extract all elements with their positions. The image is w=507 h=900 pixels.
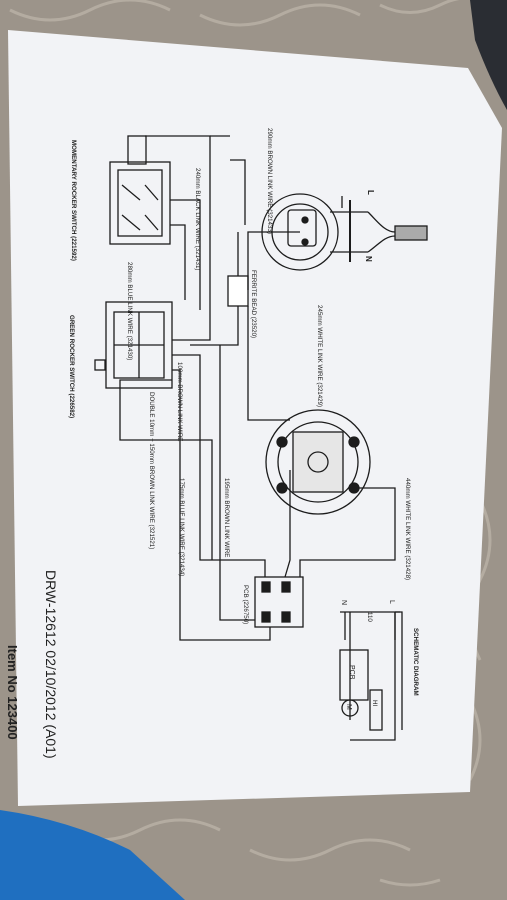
label-schematic-110: 110 bbox=[366, 612, 373, 622]
label-schematic-m: M bbox=[345, 704, 352, 710]
label-schematic-pcb: PCB bbox=[348, 665, 355, 680]
label-brown-100: 100mm BROWN LINK WIRE bbox=[176, 362, 183, 441]
label-ferrite-bead: FERRITE BEAD (23520) bbox=[250, 270, 257, 338]
label-white-440: 440mm WHITE LINK WIRE (321428) bbox=[404, 478, 411, 580]
label-white-245: 245mm WHITE LINK WIRE (321429) bbox=[316, 305, 323, 407]
wiring-diagram bbox=[94, 135, 428, 741]
pcb-board bbox=[254, 576, 304, 628]
motor-housing bbox=[265, 409, 371, 515]
label-blue-280: 280mm BLUE LINK WIRE (321430) bbox=[126, 262, 133, 360]
ferrite-bead bbox=[227, 275, 249, 307]
label-blue-175: 175mm BLUE LINK WIRE (321434) bbox=[178, 478, 185, 576]
schematic-diagram bbox=[339, 611, 403, 741]
label-double-link: DOUBLE 10mm + 150mm BROWN LINK WIRE (321… bbox=[148, 392, 155, 549]
label-brown-290: 290mm BROWN LINK WIRE (321433) bbox=[266, 128, 273, 234]
labels: 290mm BROWN LINK WIRE (321433) 240mm BLA… bbox=[5, 128, 419, 759]
label-l: L bbox=[366, 190, 375, 195]
momentary-rocker-switch bbox=[109, 161, 171, 245]
label-brown-195: 195mm BROWN LINK WIRE bbox=[223, 478, 230, 557]
label-schematic-hi: HI bbox=[371, 700, 378, 706]
label-n: N bbox=[364, 256, 373, 262]
label-schematic-title: SCHEMATIC DIAGRAM bbox=[412, 628, 419, 696]
label-green-switch: GREEN ROCKER SWITCH (226582) bbox=[68, 315, 75, 418]
label-momentary-switch: MOMENTARY ROCKER SWITCH (221592) bbox=[70, 140, 77, 261]
paper-sheet bbox=[8, 30, 502, 806]
blue-cloth bbox=[0, 810, 185, 900]
mains-plug bbox=[394, 225, 428, 241]
dark-corner bbox=[470, 0, 507, 110]
label-black-240: 240mm BLACK LINK WIRE (321431) bbox=[194, 168, 201, 270]
item-number: Item No 123400 bbox=[5, 645, 20, 740]
label-schematic-l: L bbox=[388, 600, 395, 604]
doc-reference: DRW-12612 02/10/2012 (A01) bbox=[43, 570, 59, 759]
label-schematic-n: N bbox=[340, 600, 347, 605]
green-rocker-switch bbox=[105, 301, 173, 389]
label-pcb-part: PCB (226750) bbox=[242, 585, 249, 624]
